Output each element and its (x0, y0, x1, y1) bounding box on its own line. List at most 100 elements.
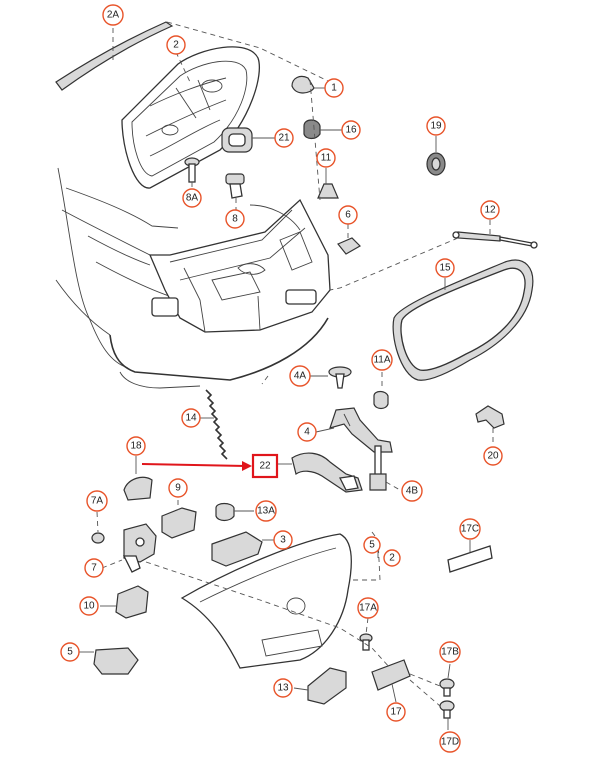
svg-text:21: 21 (278, 133, 290, 144)
lock-7-part (122, 523, 157, 573)
callout-13a[interactable]: 13A (255, 500, 277, 522)
svg-text:5: 5 (369, 540, 375, 551)
callout-22-highlighted[interactable]: 22 (251, 453, 279, 479)
svg-text:17B: 17B (441, 647, 459, 658)
callout-5-lower[interactable]: 5 (60, 642, 80, 662)
trunk-lid-open (121, 46, 260, 189)
bracket-5-part (93, 647, 139, 675)
camera-housing-13-part (307, 667, 347, 705)
callout-7a[interactable]: 7A (86, 490, 108, 512)
callout-15[interactable]: 15 (435, 258, 455, 278)
svg-text:7: 7 (91, 563, 97, 574)
bolt-4b-part (369, 445, 387, 491)
callout-6[interactable]: 6 (338, 205, 358, 225)
bolt-8a-part (184, 157, 200, 183)
svg-text:5: 5 (67, 647, 73, 658)
cap-9-part (161, 507, 197, 539)
callout-11[interactable]: 11 (316, 148, 336, 168)
trunk-lid-closed (180, 533, 352, 669)
plate-light-17-part (371, 659, 411, 691)
latch-cover-10-part (115, 585, 149, 619)
svg-text:17A: 17A (359, 603, 377, 614)
svg-text:8A: 8A (186, 193, 199, 204)
svg-text:2: 2 (173, 40, 179, 51)
callout-1[interactable]: 1 (324, 78, 344, 98)
svg-text:8: 8 (232, 214, 238, 225)
grommet-part (303, 119, 321, 140)
bolt-17a-part (359, 633, 373, 651)
callout-17b[interactable]: 17B (439, 641, 461, 663)
svg-text:11A: 11A (373, 355, 390, 366)
callout-10[interactable]: 10 (79, 596, 99, 616)
seal-15-part (392, 259, 534, 381)
cover-18-part (123, 476, 153, 501)
svg-text:16: 16 (345, 125, 357, 136)
callout-3[interactable]: 3 (273, 530, 293, 550)
svg-text:2A: 2A (107, 10, 120, 21)
leader-lines (78, 21, 494, 730)
plug-19-part (426, 152, 446, 176)
callout-17[interactable]: 17 (386, 702, 406, 722)
callout-9[interactable]: 9 (168, 478, 188, 498)
screw-17d-part (439, 700, 455, 719)
callout-4a[interactable]: 4A (289, 365, 311, 387)
callout-14[interactable]: 14 (181, 408, 201, 428)
callout-8[interactable]: 8 (225, 209, 245, 229)
callout-2[interactable]: 2 (166, 35, 186, 55)
svg-text:17C: 17C (461, 524, 479, 535)
svg-text:13A: 13A (257, 506, 275, 517)
svg-text:4: 4 (304, 427, 310, 438)
callout-17c[interactable]: 17C (459, 518, 481, 540)
callout-13[interactable]: 13 (273, 678, 293, 698)
handle-trim-3-part (211, 531, 263, 567)
callout-5-upper[interactable]: 5 (363, 536, 381, 554)
svg-text:15: 15 (439, 263, 451, 274)
callout-17d[interactable]: 17D (439, 731, 461, 753)
callout-12[interactable]: 12 (480, 200, 500, 220)
gas-strut-part (452, 231, 538, 249)
callout-7[interactable]: 7 (84, 558, 104, 578)
bracket-20-part (475, 405, 505, 429)
svg-text:1: 1 (331, 83, 337, 94)
callout-16[interactable]: 16 (341, 120, 361, 140)
nut-11a-part (373, 390, 389, 410)
callouts: 2A 2 1 16 21 8A 8 11 6 19 12 15 11A 4A 4… (60, 4, 503, 753)
vehicle-rear-body (55, 167, 331, 389)
svg-text:10: 10 (83, 601, 95, 612)
pad-6-part (337, 237, 361, 255)
clip-4a-part (328, 366, 352, 389)
hinge-4-part (329, 407, 393, 453)
callout-17a[interactable]: 17A (357, 597, 379, 619)
bump-stop-part (291, 75, 315, 94)
svg-text:9: 9 (175, 483, 181, 494)
svg-text:19: 19 (430, 121, 442, 132)
callout-20[interactable]: 20 (483, 446, 503, 466)
callout-4b[interactable]: 4B (401, 480, 423, 502)
svg-text:3: 3 (280, 535, 286, 546)
callout-19[interactable]: 19 (426, 116, 446, 136)
screw-17b-part (439, 678, 455, 697)
svg-text:4A: 4A (294, 371, 307, 382)
sticker-17c-part (447, 545, 493, 573)
callout-18[interactable]: 18 (126, 436, 146, 456)
svg-text:2: 2 (389, 553, 395, 564)
svg-text:7A: 7A (91, 496, 104, 507)
nut-13a-part (215, 502, 235, 522)
svg-text:13: 13 (277, 683, 289, 694)
svg-text:4B: 4B (406, 486, 419, 497)
callout-8a[interactable]: 8A (182, 188, 202, 208)
nut-7a-part (91, 532, 105, 544)
bracket-8-part (225, 173, 245, 199)
svg-text:20: 20 (487, 451, 499, 462)
highlight-arrow (141, 461, 252, 471)
svg-text:6: 6 (345, 210, 351, 221)
callout-2a[interactable]: 2A (102, 4, 124, 26)
callout-2-lower[interactable]: 2 (383, 549, 401, 567)
svg-text:17: 17 (390, 707, 402, 718)
callout-11a[interactable]: 11A (371, 349, 393, 371)
callout-4[interactable]: 4 (297, 422, 317, 442)
svg-text:14: 14 (185, 413, 197, 424)
hinge-arm-22-part (291, 452, 363, 493)
callout-21[interactable]: 21 (274, 128, 294, 148)
